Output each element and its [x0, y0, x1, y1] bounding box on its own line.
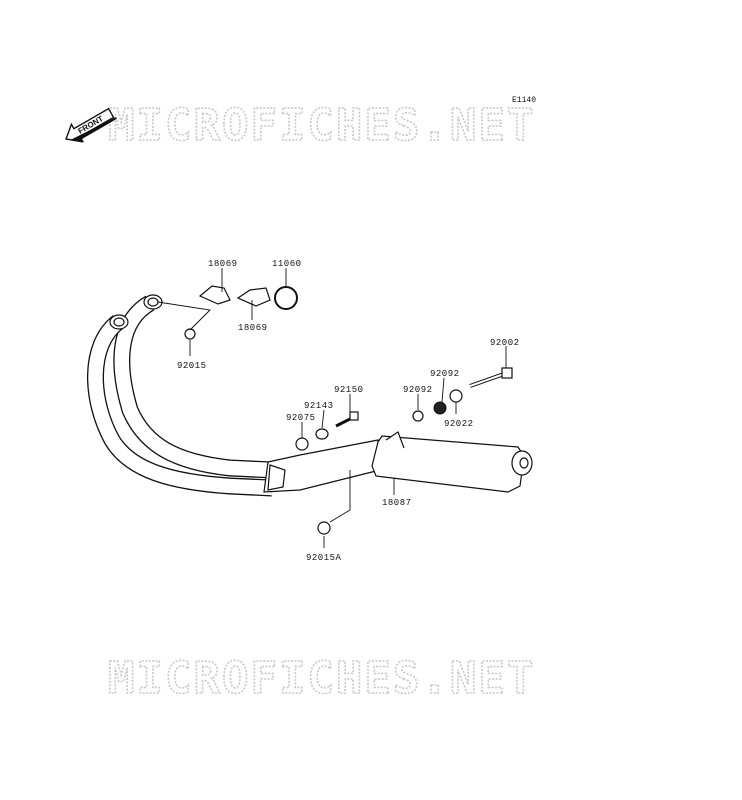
spacer-92143: [315, 428, 329, 440]
watermark-top: MICROFICHES.NET: [108, 100, 535, 151]
muffler: [371, 431, 533, 493]
part-label-92015: 92015: [177, 361, 207, 371]
part-label-18069-a: 18069: [208, 259, 238, 269]
part-label-11060: 11060: [272, 259, 302, 269]
gasket-11060: [274, 286, 298, 310]
front-arrow-icon: [65, 107, 117, 143]
leader-lines: [157, 268, 507, 548]
diagram-code: E1140: [512, 96, 536, 105]
part-label-92150: 92150: [334, 385, 364, 395]
bracket-18069-b: [236, 287, 271, 307]
watermark-bottom: MICROFICHES.NET: [108, 653, 535, 704]
part-label-92075: 92075: [286, 413, 316, 423]
nut-92015: [184, 328, 196, 340]
part-label-92002: 92002: [490, 338, 520, 348]
grommet-92075: [295, 437, 309, 451]
exhaust-header-pipes: [87, 294, 381, 497]
part-label-18069-b: 18069: [238, 323, 268, 333]
bolt-92002: [469, 367, 513, 388]
part-label-92092-a: 92092: [403, 385, 433, 395]
part-label-92015A: 92015A: [306, 553, 342, 563]
part-label-18087: 18087: [382, 498, 412, 508]
nut-92015A: [317, 521, 331, 535]
bracket-18069-a: [198, 285, 231, 305]
part-label-92143: 92143: [304, 401, 334, 411]
part-label-92092-b: 92092: [430, 369, 460, 379]
bolt-92150: [335, 411, 359, 428]
washer-92022: [449, 389, 463, 403]
collar-92092-b: [412, 410, 424, 422]
part-label-92022: 92022: [444, 419, 474, 429]
nut-92092-a: [433, 401, 447, 415]
